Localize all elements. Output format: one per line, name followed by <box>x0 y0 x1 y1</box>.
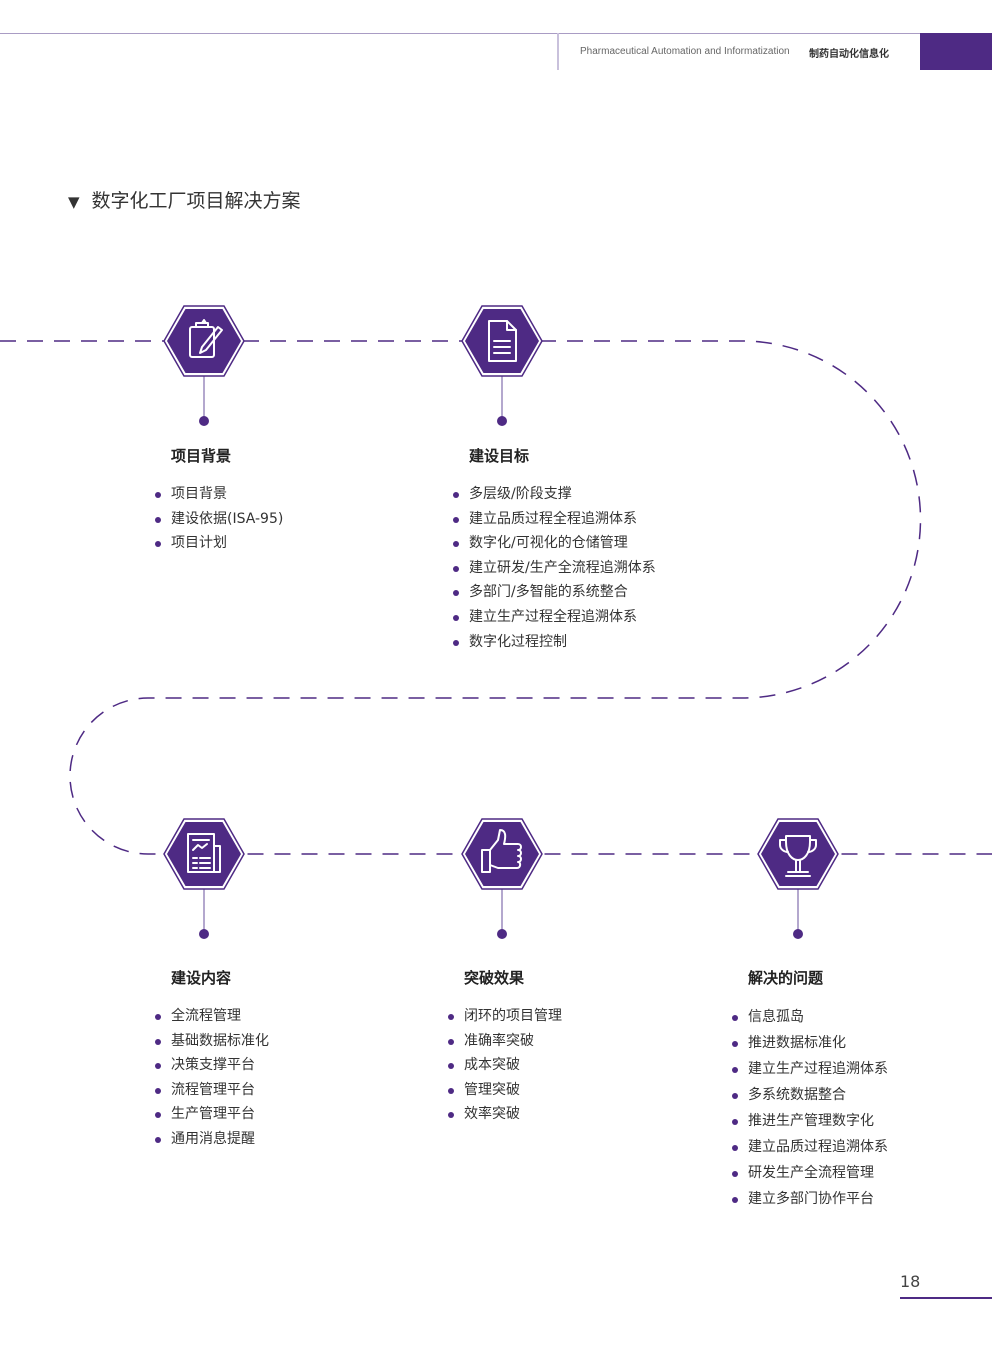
list-item: 建立生产过程全程追溯体系 <box>453 605 656 630</box>
list-item: 多层级/阶段支撑 <box>453 482 656 507</box>
list-item: 闭环的项目管理 <box>448 1004 562 1029</box>
list-item: 全流程管理 <box>155 1004 269 1029</box>
triangle-marker-icon: ▼ <box>68 193 80 211</box>
list-item: 数字化/可视化的仓储管理 <box>453 531 656 556</box>
node-dot <box>199 929 209 939</box>
list-item: 通用消息提醒 <box>155 1127 269 1152</box>
list-item: 基础数据标准化 <box>155 1029 269 1054</box>
list-item: 建立品质过程追溯体系 <box>732 1134 888 1160</box>
list-item: 多系统数据整合 <box>732 1082 888 1108</box>
node-title: 解决的问题 <box>748 969 824 987</box>
node-4-hexagon <box>461 818 543 939</box>
node-title: 突破效果 <box>464 969 525 987</box>
node-item-list: 全流程管理基础数据标准化决策支撑平台流程管理平台生产管理平台通用消息提醒 <box>155 1004 269 1152</box>
list-item: 成本突破 <box>448 1053 562 1078</box>
node-dot <box>199 416 209 426</box>
hexagon-fill <box>761 822 835 886</box>
list-item: 建立生产过程追溯体系 <box>732 1056 888 1082</box>
node-title: 项目背景 <box>171 447 232 465</box>
node-2-content: 建设目标多层级/阶段支撑建立品质过程全程追溯体系数字化/可视化的仓储管理建立研发… <box>453 445 656 654</box>
page-number-rule <box>900 1297 992 1299</box>
list-item: 信息孤岛 <box>732 1004 888 1030</box>
journal-name-cn: 制药自动化信息化 <box>809 49 889 60</box>
node-4-content: 突破效果闭环的项目管理准确率突破成本突破管理突破效率突破 <box>448 967 562 1127</box>
list-item: 数字化过程控制 <box>453 630 656 655</box>
node-1-hexagon <box>163 305 245 426</box>
list-item: 研发生产全流程管理 <box>732 1160 888 1186</box>
node-title: 建设内容 <box>171 969 232 987</box>
list-item: 准确率突破 <box>448 1029 562 1054</box>
node-item-list: 多层级/阶段支撑建立品质过程全程追溯体系数字化/可视化的仓储管理建立研发/生产全… <box>453 482 656 654</box>
hexagon-fill <box>167 822 241 886</box>
report-icon <box>187 833 221 873</box>
section-title-text: 数字化工厂项目解决方案 <box>91 190 301 212</box>
list-item: 项目背景 <box>155 482 283 507</box>
trophy-icon <box>779 835 817 877</box>
hexagon-fill <box>465 822 539 886</box>
header-accent-block <box>920 33 992 70</box>
header-divider <box>557 33 559 70</box>
list-item: 流程管理平台 <box>155 1078 269 1103</box>
list-item: 建立多部门协作平台 <box>732 1186 888 1212</box>
node-item-list: 闭环的项目管理准确率突破成本突破管理突破效率突破 <box>448 1004 562 1127</box>
node-title: 建设目标 <box>469 447 530 465</box>
list-item: 建立品质过程全程追溯体系 <box>453 507 656 532</box>
node-dot <box>497 929 507 939</box>
node-dot <box>793 929 803 939</box>
node-3-hexagon <box>163 818 245 939</box>
header-rule <box>0 33 992 34</box>
list-item: 推进数据标准化 <box>732 1030 888 1056</box>
node-3-content: 建设内容全流程管理基础数据标准化决策支撑平台流程管理平台生产管理平台通用消息提醒 <box>155 967 269 1152</box>
list-item: 推进生产管理数字化 <box>732 1108 888 1134</box>
list-item: 效率突破 <box>448 1102 562 1127</box>
node-5-hexagon <box>757 818 839 939</box>
node-item-list: 项目背景建设依据(ISA-95)项目计划 <box>155 482 283 556</box>
list-item: 多部门/多智能的系统整合 <box>453 580 656 605</box>
node-dot <box>497 416 507 426</box>
node-2-hexagon <box>461 305 543 426</box>
list-item: 建立研发/生产全流程追溯体系 <box>453 556 656 581</box>
list-item: 生产管理平台 <box>155 1102 269 1127</box>
node-item-list: 信息孤岛推进数据标准化建立生产过程追溯体系多系统数据整合推进生产管理数字化建立品… <box>732 1004 888 1212</box>
list-item: 决策支撑平台 <box>155 1053 269 1078</box>
hexagon-fill <box>167 309 241 373</box>
clipboard-pen-icon <box>189 319 223 358</box>
page-number: 18 <box>900 1272 921 1291</box>
node-1-content: 项目背景项目背景建设依据(ISA-95)项目计划 <box>155 445 283 556</box>
list-item: 建设依据(ISA-95) <box>155 507 283 532</box>
section-title: ▼ 数字化工厂项目解决方案 <box>68 186 301 213</box>
node-5-content: 解决的问题信息孤岛推进数据标准化建立生产过程追溯体系多系统数据整合推进生产管理数… <box>732 967 888 1212</box>
journal-name-en: Pharmaceutical Automation and Informatiz… <box>580 46 790 57</box>
thumbs-up-icon <box>481 829 522 873</box>
document-icon <box>488 320 517 362</box>
list-item: 项目计划 <box>155 531 283 556</box>
list-item: 管理突破 <box>448 1078 562 1103</box>
timeline-dashed-path <box>0 340 992 855</box>
